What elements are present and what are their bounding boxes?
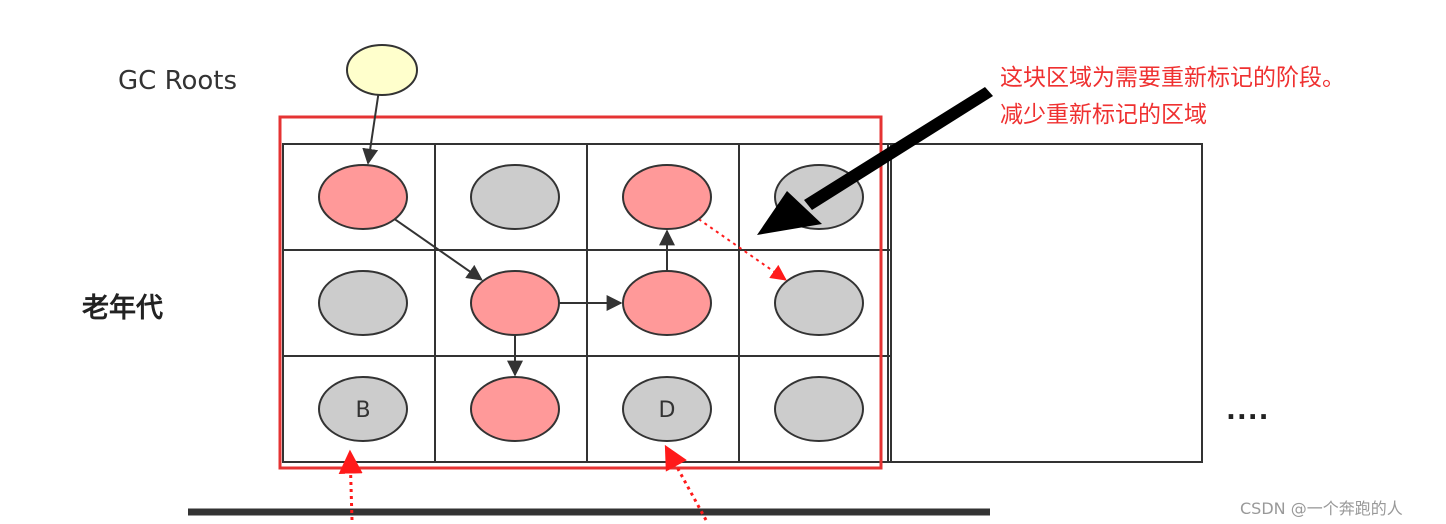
- reference-edge: [362, 94, 380, 165]
- marked-object-node: [622, 270, 712, 336]
- object-letter: D: [659, 398, 676, 423]
- unmarked-object-node: [774, 376, 864, 442]
- pointer-to-b: [338, 449, 363, 521]
- object-letter: B: [355, 398, 370, 423]
- region-grid: [282, 143, 892, 463]
- reference-edges: [362, 94, 787, 377]
- marked-object-node: [318, 164, 408, 230]
- annotation-line-1: 这块区域为需要重新标记的阶段。: [1000, 65, 1345, 91]
- watermark: CSDN @一个奔跑的人: [1240, 499, 1403, 518]
- unmarked-object-node: [318, 270, 408, 336]
- unmarked-object-node: [622, 376, 712, 442]
- marked-object-node: [470, 270, 560, 336]
- unmarked-object-node: [774, 270, 864, 336]
- marked-object-node: [622, 164, 712, 230]
- gc-root-node: [346, 44, 418, 96]
- reference-edge: [394, 218, 483, 281]
- more-regions-ellipsis: ....: [1226, 396, 1270, 426]
- annotation-line-2: 减少重新标记的区域: [1000, 102, 1207, 128]
- marked-object-node: [470, 376, 560, 442]
- annotation-arrow-shaft: [804, 87, 993, 210]
- gc-roots-label: GC Roots: [118, 66, 238, 96]
- unmarked-object-node: [470, 164, 560, 230]
- remaining-region-box: [887, 143, 1203, 463]
- old-generation-label: 老年代: [82, 293, 163, 324]
- region-cell: [738, 355, 892, 463]
- annotation-arrow: [757, 87, 993, 235]
- unmarked-object-node: [318, 376, 408, 442]
- annotation-arrow-head: [757, 191, 822, 235]
- remark-region-highlight: [278, 115, 883, 470]
